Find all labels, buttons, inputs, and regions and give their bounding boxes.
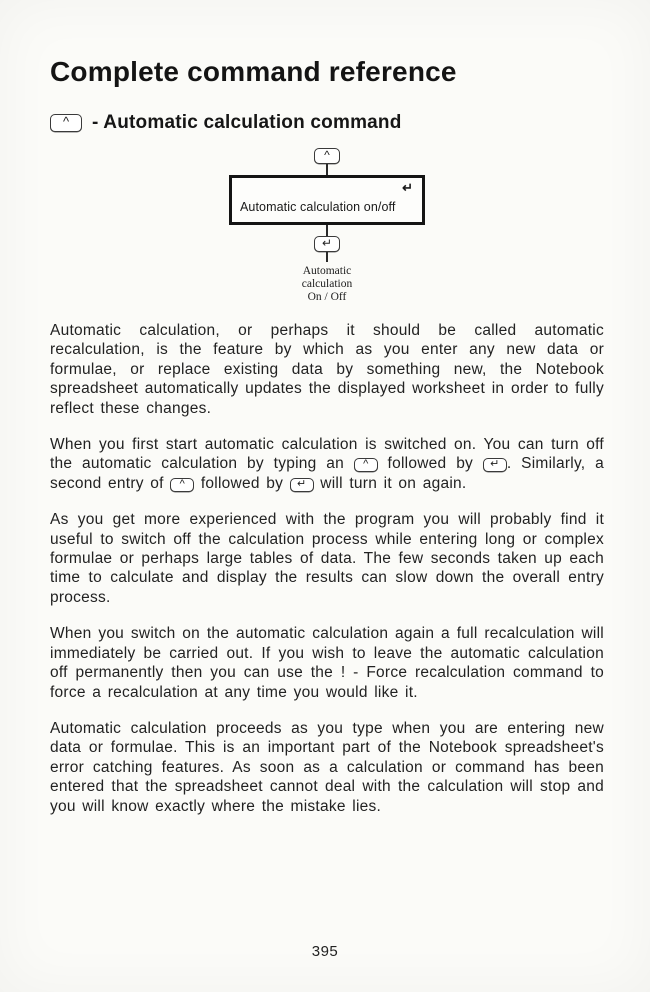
paragraph-2-text: . Similarly, a second entry of (50, 455, 604, 492)
connector-line (326, 164, 328, 175)
body-text: Automatic calculation, or perhaps it sho… (50, 321, 604, 816)
paragraph-2: When you first start automatic calculati… (50, 435, 604, 493)
connector-line (326, 225, 328, 236)
diagram-caption: Automatic calculation On / Off (302, 265, 352, 304)
page-title: Complete command reference (50, 56, 457, 87)
paragraph-1: Automatic calculation, or perhaps it sho… (50, 322, 604, 417)
command-box-label: Automatic calculation on/off (240, 200, 396, 214)
return-key-glyph: ↵ (402, 180, 413, 195)
caret-key-glyph: ^ (62, 114, 70, 129)
caret-key-glyph: ^ (179, 477, 185, 490)
caret-key-icon: ^ (170, 477, 195, 492)
paragraph-4: When you switch on the automatic calcula… (50, 625, 604, 701)
paragraph-2-text: followed by (194, 474, 290, 492)
connector-line (326, 252, 328, 262)
paragraph-3: As you get more experienced with the pro… (50, 511, 604, 606)
paragraph-2-text: will turn it on again. (313, 474, 467, 492)
section-title: - Automatic calculation command (92, 112, 402, 133)
caret-key-icon: ^ (353, 458, 378, 473)
caret-key-icon: ^ (314, 148, 340, 164)
enter-key-icon: ↵ (289, 477, 314, 492)
paragraph-2-text: followed by (377, 455, 483, 473)
enter-key-icon: ↵ (482, 458, 507, 473)
paragraph-5: Automatic calculation proceeds as you ty… (50, 719, 604, 815)
caption-line: On / Off (307, 291, 347, 303)
enter-key-glyph: ↵ (321, 236, 333, 250)
section-heading: ^ - Automatic calculation command (50, 112, 604, 134)
page-number: 395 (311, 943, 339, 960)
caption-line: calculation (301, 278, 353, 290)
enter-key-glyph: ↵ (296, 477, 307, 490)
caret-key-glyph: ^ (324, 148, 330, 162)
caption-line: Automatic (302, 265, 352, 277)
enter-key-glyph: ↵ (490, 458, 500, 471)
command-flow-diagram: ^ ↵ Automatic calculation on/off ↵ Autom… (50, 148, 604, 304)
enter-key-icon: ↵ (314, 236, 340, 252)
page-content: Complete command reference ^ - Automatic… (50, 56, 604, 816)
paragraph-2-text: When you first start automatic calculati… (50, 436, 604, 473)
caret-key-icon: ^ (50, 114, 82, 132)
command-box: ↵ Automatic calculation on/off (229, 175, 425, 225)
caret-key-glyph: ^ (363, 458, 369, 471)
